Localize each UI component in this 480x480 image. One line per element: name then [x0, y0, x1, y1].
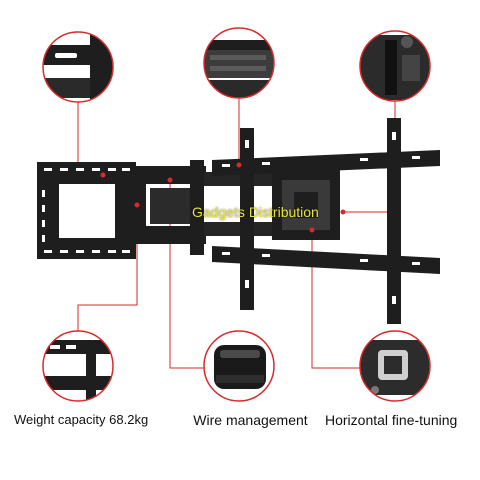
caption-wire-management: Wire management [193, 412, 308, 428]
detail-bracket-holes [42, 31, 114, 103]
tv-wall-mount [37, 118, 440, 324]
mounting-rails [212, 118, 440, 324]
detail-fine-tuning-bracket [359, 330, 431, 402]
watermark-text: Gadgets Distribution [192, 204, 319, 220]
detail-arm-plate [203, 27, 275, 99]
detail-tilt-knob [359, 30, 431, 102]
callout-dots [100, 162, 346, 233]
tilt-head [272, 170, 340, 240]
detail-wire-cover [203, 330, 275, 402]
caption-weight-capacity: Weight capacity 68.2kg [14, 412, 149, 427]
caption-horizontal-fine-tuning: Horizontal fine-tuning [325, 412, 458, 428]
wall-plate [37, 162, 136, 259]
detail-weight-frame [42, 330, 114, 402]
